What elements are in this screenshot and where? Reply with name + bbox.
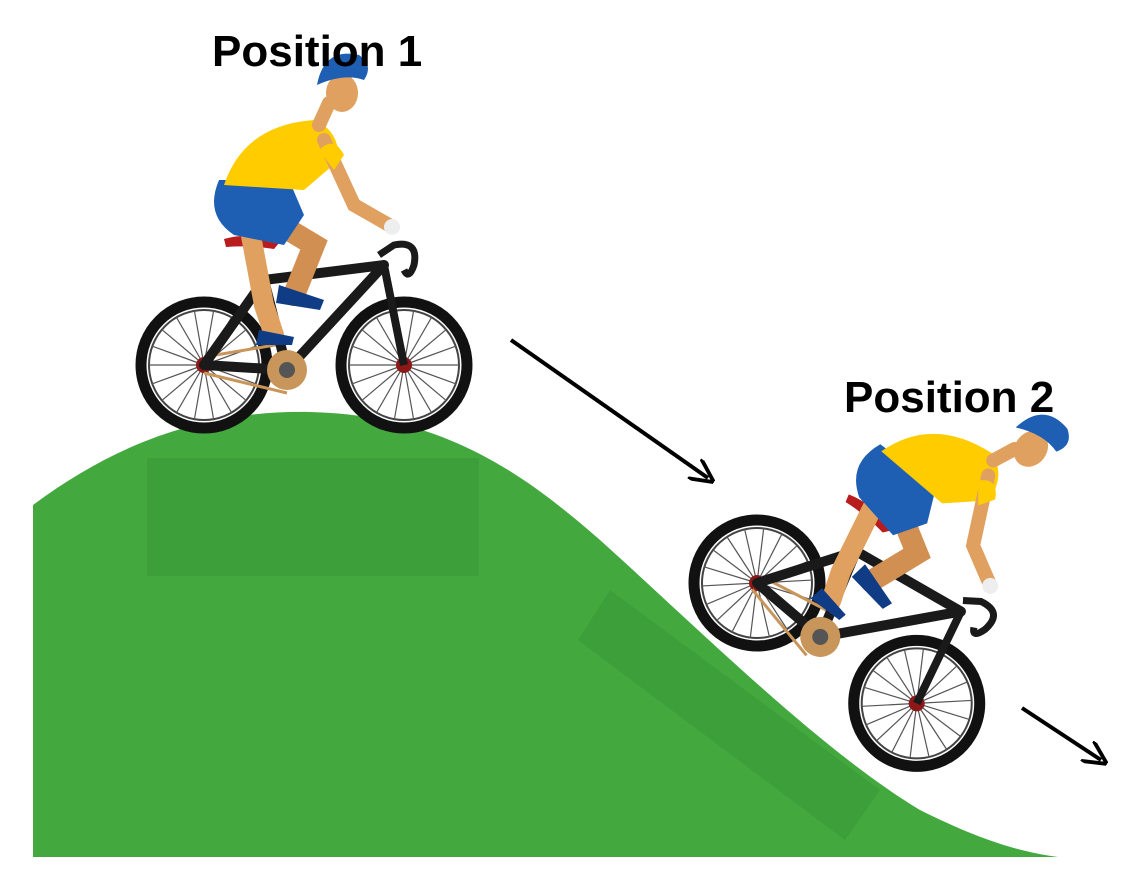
- motion-arrow-2: [1020, 706, 1101, 760]
- cyclist-position-1: [141, 54, 467, 428]
- position-1-label: Position 1: [212, 27, 422, 76]
- motion-arrow-1: [509, 338, 708, 478]
- hill-shade-top: [147, 458, 479, 576]
- hill-shade-slope: [578, 590, 880, 840]
- position-2-label: Position 2: [844, 373, 1054, 422]
